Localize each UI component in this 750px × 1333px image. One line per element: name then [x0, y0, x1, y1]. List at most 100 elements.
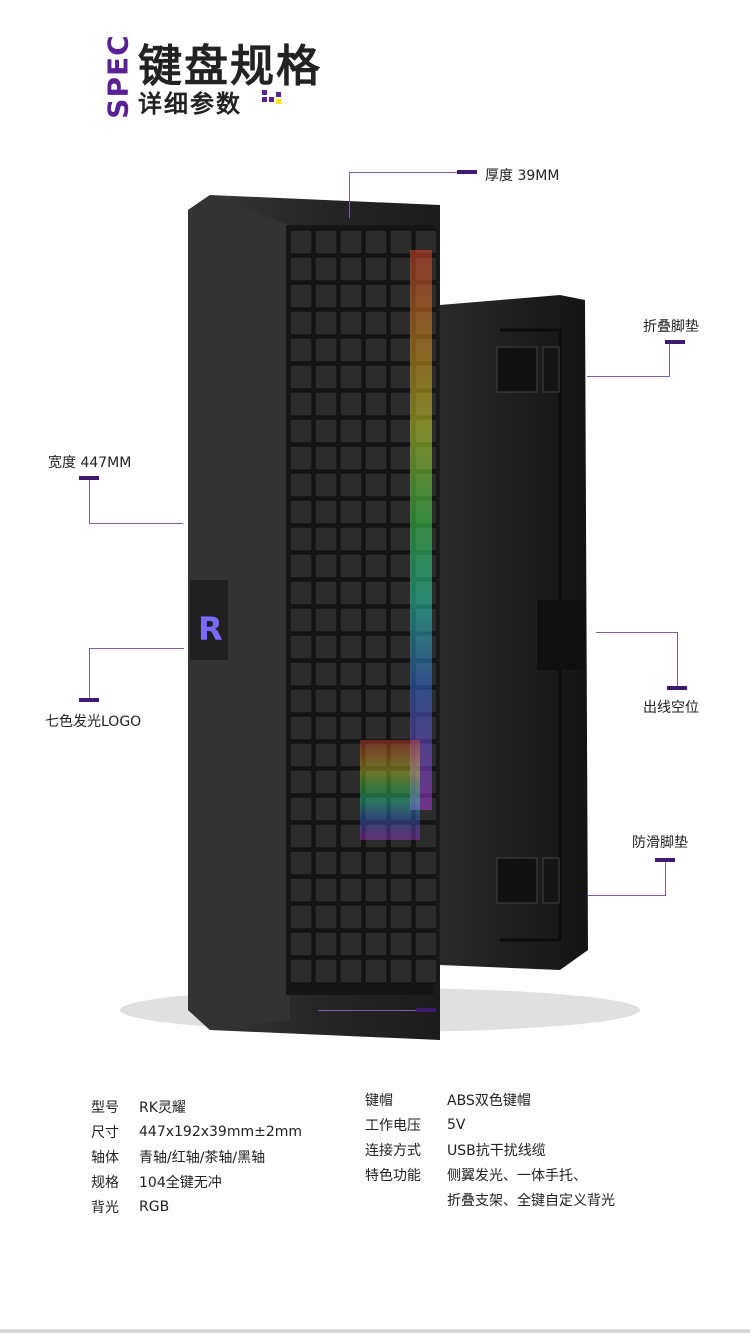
keycap: [364, 391, 388, 417]
keycap: [314, 877, 338, 903]
keycap: [364, 445, 388, 471]
keycap: [389, 958, 413, 984]
pixel-decoration-icon: [262, 90, 284, 104]
keycap: [314, 769, 338, 795]
keycap: [289, 904, 313, 930]
keycap: [364, 904, 388, 930]
keycap: [364, 607, 388, 633]
keycap: [314, 688, 338, 714]
keycap: [339, 391, 363, 417]
keycap: [364, 229, 388, 255]
keycap: [314, 850, 338, 876]
keycap: [339, 742, 363, 768]
keycap: [364, 958, 388, 984]
keycap: [314, 931, 338, 957]
keycap: [389, 337, 413, 363]
keycap: [339, 661, 363, 687]
keycap: [339, 931, 363, 957]
callout-width: 宽度 447MM: [48, 455, 132, 471]
keycap: [364, 472, 388, 498]
keycap: [314, 904, 338, 930]
keycap: [289, 823, 313, 849]
keycap: [389, 877, 413, 903]
keycap: [314, 634, 338, 660]
spec-value: 青轴/红轴/茶轴/黑轴: [139, 1149, 266, 1166]
keycap: [389, 634, 413, 660]
spec-label: 尺寸: [91, 1124, 119, 1141]
keycap: [339, 688, 363, 714]
keycap: [289, 472, 313, 498]
rk-logo-icon: R: [198, 610, 223, 648]
spec-value: ABS双色键帽: [447, 1092, 531, 1109]
keycap: [289, 661, 313, 687]
keycap: [289, 229, 313, 255]
keycap: [314, 445, 338, 471]
keycap: [289, 310, 313, 336]
keycap: [314, 337, 338, 363]
callout-fold-feet: 折叠脚垫: [643, 319, 699, 335]
spec-vertical-label: SPEC: [101, 33, 135, 119]
callout-anti-slip: 防滑脚垫: [632, 835, 688, 851]
keycap: [289, 445, 313, 471]
keycap: [314, 418, 338, 444]
spec-value: 104全键无冲: [139, 1174, 222, 1191]
keycap: [339, 904, 363, 930]
keycap: [339, 337, 363, 363]
spec-label: 键帽: [365, 1092, 393, 1109]
key-grid: [289, 229, 438, 984]
spec-row: 折叠支架、全键自定义背光: [365, 1187, 615, 1212]
keycap: [339, 769, 363, 795]
keycap: [339, 580, 363, 606]
keycap: [289, 553, 313, 579]
keycap: [364, 715, 388, 741]
keycap: [289, 391, 313, 417]
keycap: [414, 877, 438, 903]
keycap: [289, 607, 313, 633]
spec-row: 轴体青轴/红轴/茶轴/黑轴: [91, 1144, 302, 1169]
callout-thickness: 厚度 39MM: [485, 168, 560, 184]
keycap: [314, 526, 338, 552]
keycap: [314, 283, 338, 309]
page-subtitle: 详细参数: [138, 90, 242, 118]
keycap: [314, 958, 338, 984]
keycap: [389, 715, 413, 741]
keycap: [339, 850, 363, 876]
keyboard-drawing: R: [120, 195, 640, 1040]
keycap: [339, 310, 363, 336]
keycap: [289, 418, 313, 444]
keycap: [364, 418, 388, 444]
keycap: [339, 958, 363, 984]
spec-value: RGB: [139, 1198, 170, 1215]
keycap: [389, 904, 413, 930]
keycap: [339, 553, 363, 579]
keycap: [289, 742, 313, 768]
keycap: [314, 823, 338, 849]
keyboard-illustration: R: [0, 150, 750, 1050]
keycap: [364, 877, 388, 903]
keycap: [339, 796, 363, 822]
keycap: [389, 661, 413, 687]
spec-label: 背光: [91, 1199, 119, 1216]
spec-value: USB抗干扰线缆: [447, 1142, 546, 1159]
keycap: [364, 256, 388, 282]
spec-row: 背光 RGB: [91, 1194, 302, 1219]
page-title: 键盘规格: [138, 41, 322, 92]
spec-value: 447x192x39mm±2mm: [139, 1123, 303, 1140]
spec-value: 折叠支架、全键自定义背光: [447, 1192, 615, 1209]
keycap: [389, 688, 413, 714]
keycap: [339, 283, 363, 309]
keycap: [314, 472, 338, 498]
keycap: [314, 661, 338, 687]
keycap: [289, 877, 313, 903]
spec-label: 工作电压: [365, 1117, 421, 1134]
keycap: [389, 310, 413, 336]
keycap: [314, 796, 338, 822]
keycap: [314, 229, 338, 255]
keycap: [339, 823, 363, 849]
spec-row: 键帽 ABS双色键帽: [365, 1087, 615, 1112]
spec-label: 特色功能: [365, 1167, 421, 1184]
keycap: [389, 364, 413, 390]
spec-label: 规格: [91, 1174, 119, 1191]
keycap: [339, 418, 363, 444]
